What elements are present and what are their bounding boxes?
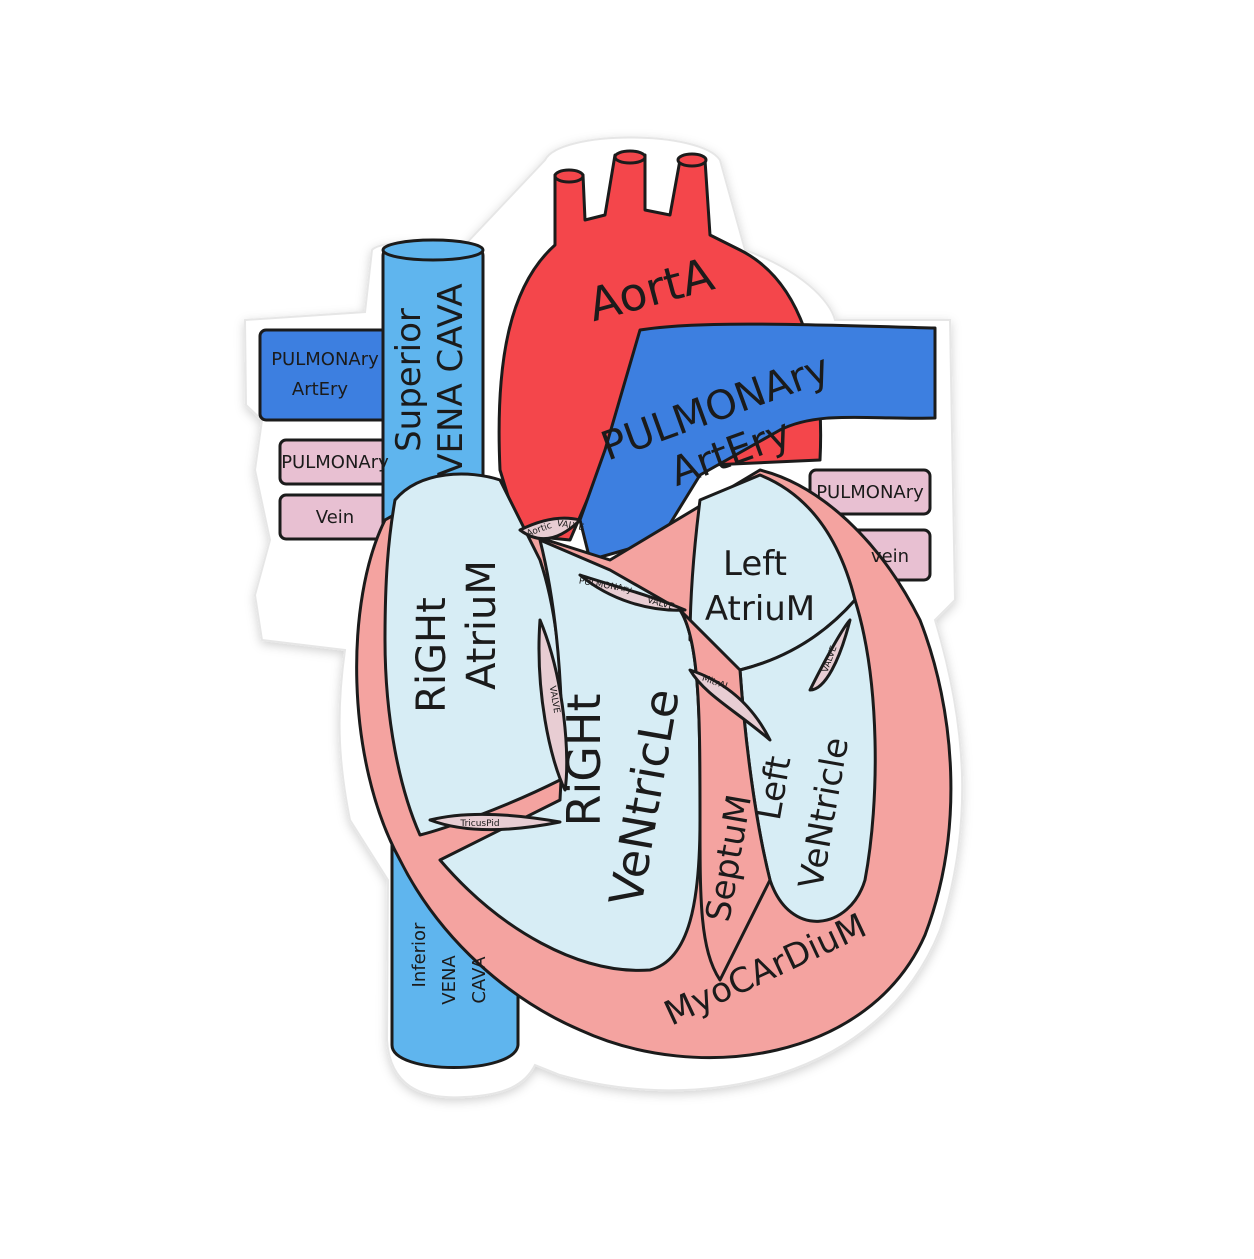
label-pulmonary-vein-right-2: vein	[871, 546, 909, 567]
pulmonary-valve	[578, 573, 687, 612]
label-right-atrium-1: RiGHt	[409, 597, 455, 713]
label-valve-3: VALVE	[556, 519, 585, 534]
label-pulmonary-vein-left-2: Vein	[316, 507, 354, 528]
superior-vena-cava-rim	[381, 238, 485, 262]
label-pulmonary-vein-right-1: PULMONAry	[816, 482, 924, 503]
aorta-branch-2	[613, 149, 647, 165]
label-right-ventricle-1: RiGHt	[557, 693, 611, 826]
label-left-atrium-1: Left	[723, 544, 787, 584]
pulmonary-artery-left	[258, 328, 392, 422]
septum	[678, 608, 772, 982]
pulmonary-semilunar-valve	[537, 618, 569, 792]
aortic-valve	[518, 516, 582, 541]
aorta-branch-3	[676, 152, 708, 168]
label-pulmonary-vein-left-1: PULMONAry	[281, 452, 389, 473]
label-tricuspid: TricusPid	[459, 819, 499, 829]
mitral-valve	[688, 668, 772, 742]
tricuspid-valve	[428, 812, 562, 832]
aorta-branch-1	[553, 168, 585, 184]
label-inferior-vena-cava-2: VENA	[439, 955, 460, 1005]
label-inferior-vena-cava-3: CAVA	[469, 956, 490, 1004]
label-superior-vena-cava-1: Superior	[389, 308, 429, 452]
label-inferior-vena-cava-1: Inferior	[409, 922, 430, 988]
label-left-atrium-2: AtriuM	[705, 589, 815, 629]
label-superior-vena-cava-2: VENA CAVA	[431, 283, 471, 476]
label-pulmonary-artery-left-1: PULMONAry	[271, 349, 379, 370]
label-valve-1: VALVE	[547, 685, 562, 714]
pulmonary-artery	[578, 322, 937, 562]
label-pulmonary-artery-left-2: ArtEry	[292, 379, 349, 400]
label-right-atrium-2: AtriuM	[459, 560, 505, 690]
aortic-semilunar-valve-left	[808, 618, 852, 692]
